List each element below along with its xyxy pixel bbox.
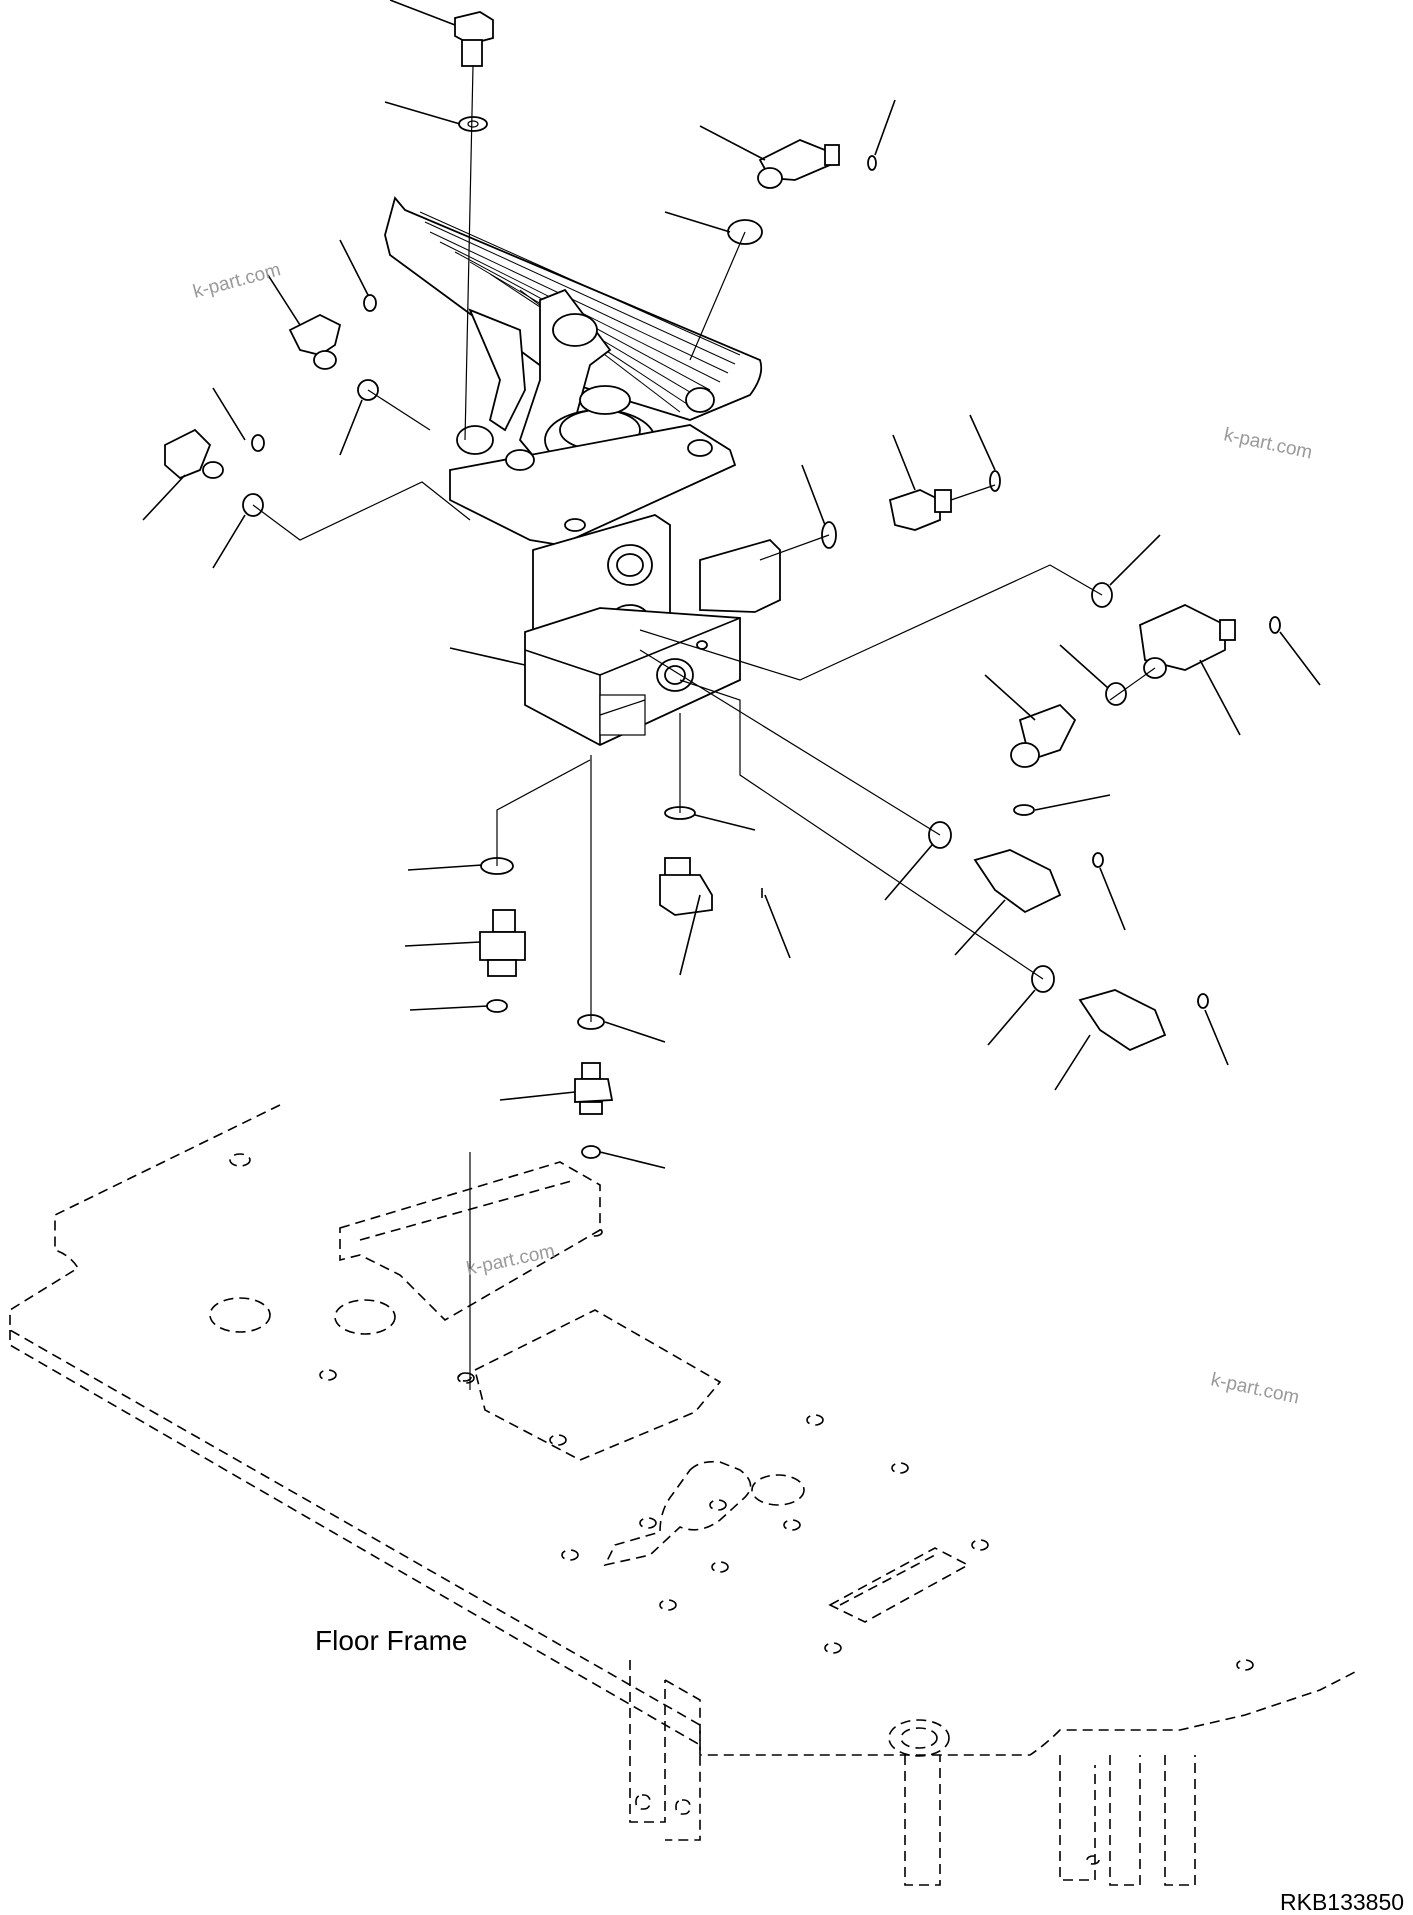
straight-adapter-bottom-center [574,1062,614,1115]
frame-holes [209,1153,1254,1757]
elbow-fitting-upper-right [757,139,840,189]
floor-frame [9,1104,1356,1886]
washer [458,116,488,132]
watermark: k-part.com [191,259,283,303]
leader-lines [142,0,1321,1169]
elbow-fitting-lower-right-2 [1078,989,1167,1052]
straight-adapter-bottom-left [479,909,526,977]
bolt [454,11,494,67]
elbow-fitting-left [164,428,224,480]
assembly-lines [252,65,1156,1390]
elbow-fitting-upper-left [288,313,342,370]
elbow-fitting-lower-right-1 [973,849,1062,914]
brake-pedal-assembly [384,196,781,747]
straight-adapter [888,489,952,531]
drawing-number: RKB133850 [1280,1889,1404,1915]
floor-frame-label: Floor Frame [315,1625,467,1656]
watermark: k-part.com [1222,424,1314,463]
elbow-fitting-mid-right [1010,703,1077,768]
tee-fitting [1139,604,1236,679]
watermark: k-part.com [1209,1369,1301,1408]
elbow-fitting-bottom-center [659,857,713,916]
